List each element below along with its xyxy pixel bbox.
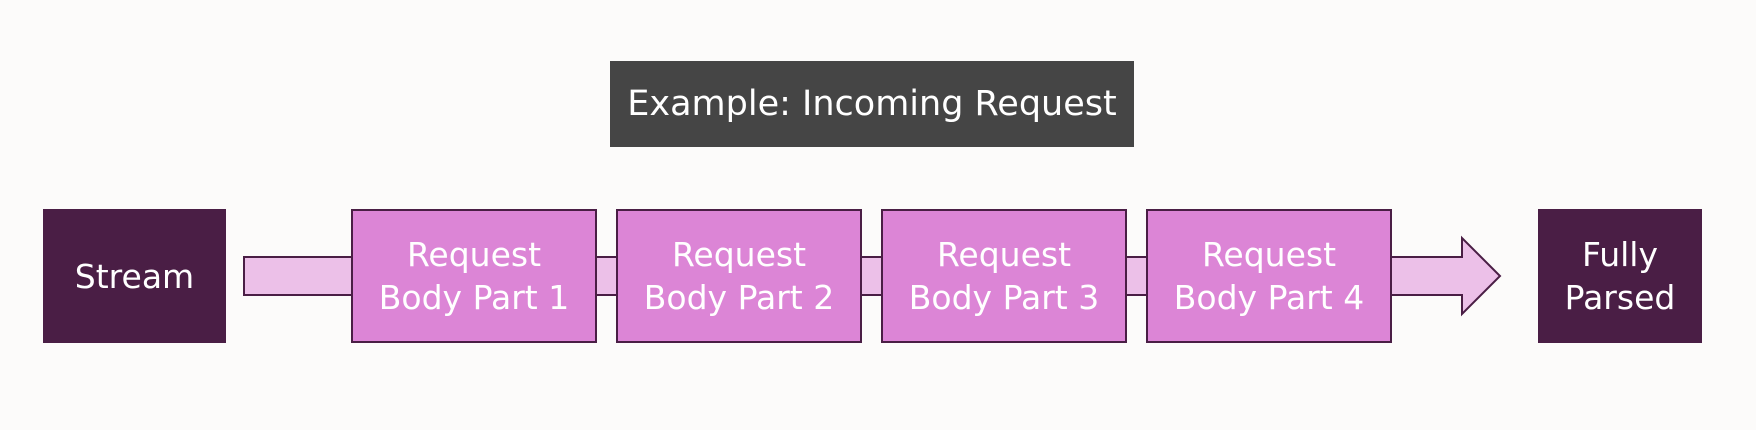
diagram-title-text: Example: Incoming Request xyxy=(627,84,1117,124)
request-body-part-4: Request Body Part 4 xyxy=(1146,209,1392,343)
part-label: Request Body Part 4 xyxy=(1173,235,1365,317)
request-body-part-3: Request Body Part 3 xyxy=(881,209,1127,343)
diagram-title: Example: Incoming Request xyxy=(610,61,1134,147)
fully-parsed-label: Fully Parsed xyxy=(1564,235,1676,317)
part-label: Request Body Part 2 xyxy=(643,235,835,317)
part-label: Request Body Part 1 xyxy=(378,235,570,317)
part-label: Request Body Part 3 xyxy=(908,235,1100,317)
fully-parsed-box: Fully Parsed xyxy=(1538,209,1702,343)
stream-label: Stream xyxy=(74,256,195,296)
request-body-part-2: Request Body Part 2 xyxy=(616,209,862,343)
stream-box: Stream xyxy=(43,209,226,343)
request-body-part-1: Request Body Part 1 xyxy=(351,209,597,343)
